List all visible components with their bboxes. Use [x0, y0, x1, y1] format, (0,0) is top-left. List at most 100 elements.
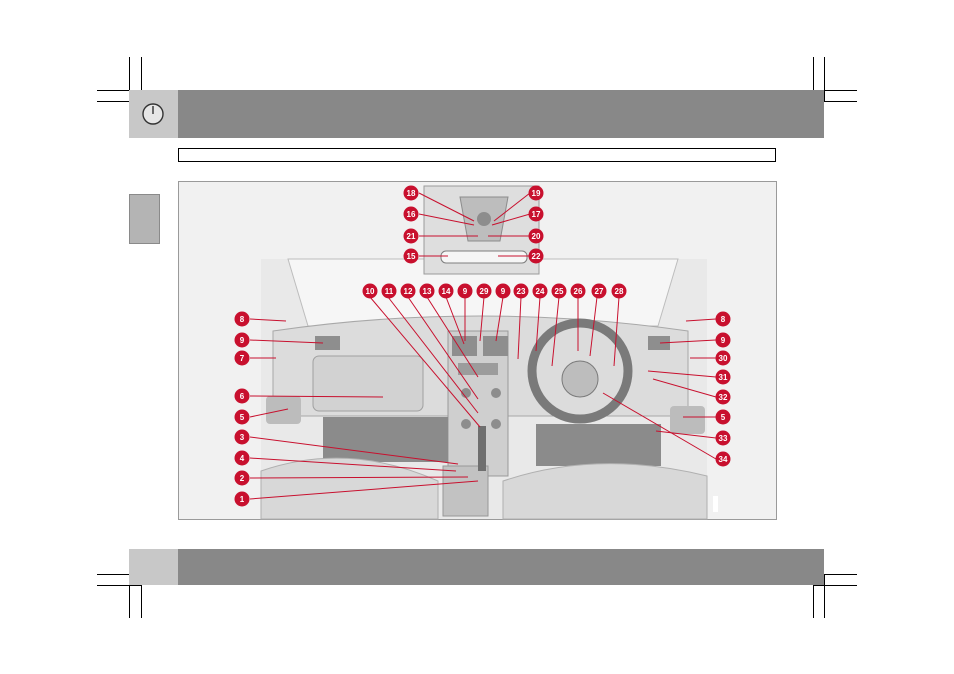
- callout-number: 14: [442, 287, 451, 296]
- wheel-hub: [562, 361, 598, 397]
- floor-mat: [536, 424, 661, 466]
- callout-badge: 15: [404, 249, 419, 264]
- callout-badge: 16: [404, 207, 419, 222]
- callout-number: 13: [423, 287, 432, 296]
- callout-number: 9: [463, 287, 468, 296]
- callout-number: 8: [240, 315, 245, 324]
- knob: [491, 388, 501, 398]
- footer-band: [178, 549, 824, 585]
- callout-badge: 12: [401, 284, 416, 299]
- callout-badge: 29: [477, 284, 492, 299]
- callout-badge: 25: [552, 284, 567, 299]
- footer-tab: [129, 549, 178, 585]
- callout-badge: 6: [235, 389, 250, 404]
- callout-badge: 9: [235, 333, 250, 348]
- crop-mark: [824, 574, 825, 618]
- callout-number: 8: [721, 315, 726, 324]
- callout-number: 34: [719, 455, 728, 464]
- gear-lever: [478, 426, 486, 471]
- callout-number: 29: [480, 287, 489, 296]
- callout-number: 10: [366, 287, 375, 296]
- callout-number: 19: [532, 189, 541, 198]
- callout-badge: 23: [514, 284, 529, 299]
- callout-number: 21: [407, 232, 416, 241]
- callout-number: 9: [721, 336, 726, 345]
- callout-badge: 30: [716, 351, 731, 366]
- header-band: [178, 90, 824, 138]
- callout-number: 5: [721, 413, 726, 422]
- small-tag: [713, 496, 718, 512]
- callout-badge: 11: [382, 284, 397, 299]
- callout-badge: 2: [235, 471, 250, 486]
- knob: [461, 419, 471, 429]
- callout-badge: 22: [529, 249, 544, 264]
- callout-number: 2: [240, 474, 245, 483]
- knob: [491, 419, 501, 429]
- callout-number: 12: [404, 287, 413, 296]
- callout-badge: 31: [716, 370, 731, 385]
- center-console: [443, 466, 488, 516]
- callout-badge: 28: [612, 284, 627, 299]
- callout-number: 27: [595, 287, 604, 296]
- callout-number: 25: [555, 287, 564, 296]
- light-button: [477, 212, 491, 226]
- crop-mark: [824, 57, 825, 101]
- callout-badge: 33: [716, 431, 731, 446]
- callout-number: 20: [532, 232, 541, 241]
- callout-badge: 18: [404, 186, 419, 201]
- callout-badge: 14: [439, 284, 454, 299]
- header-tab: [129, 90, 178, 138]
- crop-mark: [813, 585, 857, 586]
- crop-mark: [97, 585, 141, 586]
- door-handle-right: [670, 406, 705, 434]
- callout-badge: 9: [496, 284, 511, 299]
- callout-badge: 8: [235, 312, 250, 327]
- callout-number: 15: [407, 252, 416, 261]
- callout-number: 23: [517, 287, 526, 296]
- center-vent: [483, 336, 508, 356]
- callout-badge: 10: [363, 284, 378, 299]
- callout-number: 1: [240, 495, 245, 504]
- side-tab: [129, 194, 160, 244]
- floor-mat: [323, 417, 448, 462]
- callout-number: 4: [240, 454, 245, 463]
- callout-number: 3: [240, 433, 245, 442]
- clock-icon: [129, 90, 178, 138]
- rearview-mirror: [441, 251, 527, 263]
- callout-badge: 20: [529, 229, 544, 244]
- callout-badge: 9: [716, 333, 731, 348]
- callout-badge: 27: [592, 284, 607, 299]
- callout-badge: 1: [235, 492, 250, 507]
- callout-badge: 5: [235, 410, 250, 425]
- seat-right: [503, 464, 707, 519]
- callout-badge: 7: [235, 351, 250, 366]
- callout-number: 32: [719, 393, 728, 402]
- callout-badge: 32: [716, 390, 731, 405]
- callout-badge: 4: [235, 451, 250, 466]
- callout-number: 5: [240, 413, 245, 422]
- callout-number: 7: [240, 354, 245, 363]
- callout-badge: 21: [404, 229, 419, 244]
- callout-number: 6: [240, 392, 245, 401]
- display-panel: [458, 363, 498, 375]
- callout-badge: 26: [571, 284, 586, 299]
- callout-number: 22: [532, 252, 541, 261]
- callout-badge: 5: [716, 410, 731, 425]
- callout-badge: 24: [533, 284, 548, 299]
- callout-number: 28: [615, 287, 624, 296]
- callout-number: 18: [407, 189, 416, 198]
- glovebox: [313, 356, 423, 411]
- callout-badge: 19: [529, 186, 544, 201]
- callout-number: 24: [536, 287, 545, 296]
- callout-number: 11: [385, 287, 394, 296]
- callout-number: 33: [719, 434, 728, 443]
- section-title-box: [178, 148, 776, 162]
- callout-number: 9: [501, 287, 506, 296]
- callout-number: 26: [574, 287, 583, 296]
- callout-badge: 34: [716, 452, 731, 467]
- callout-number: 9: [240, 336, 245, 345]
- callout-number: 17: [532, 210, 541, 219]
- callout-number: 30: [719, 354, 728, 363]
- callout-number: 31: [719, 373, 728, 382]
- callout-badge: 8: [716, 312, 731, 327]
